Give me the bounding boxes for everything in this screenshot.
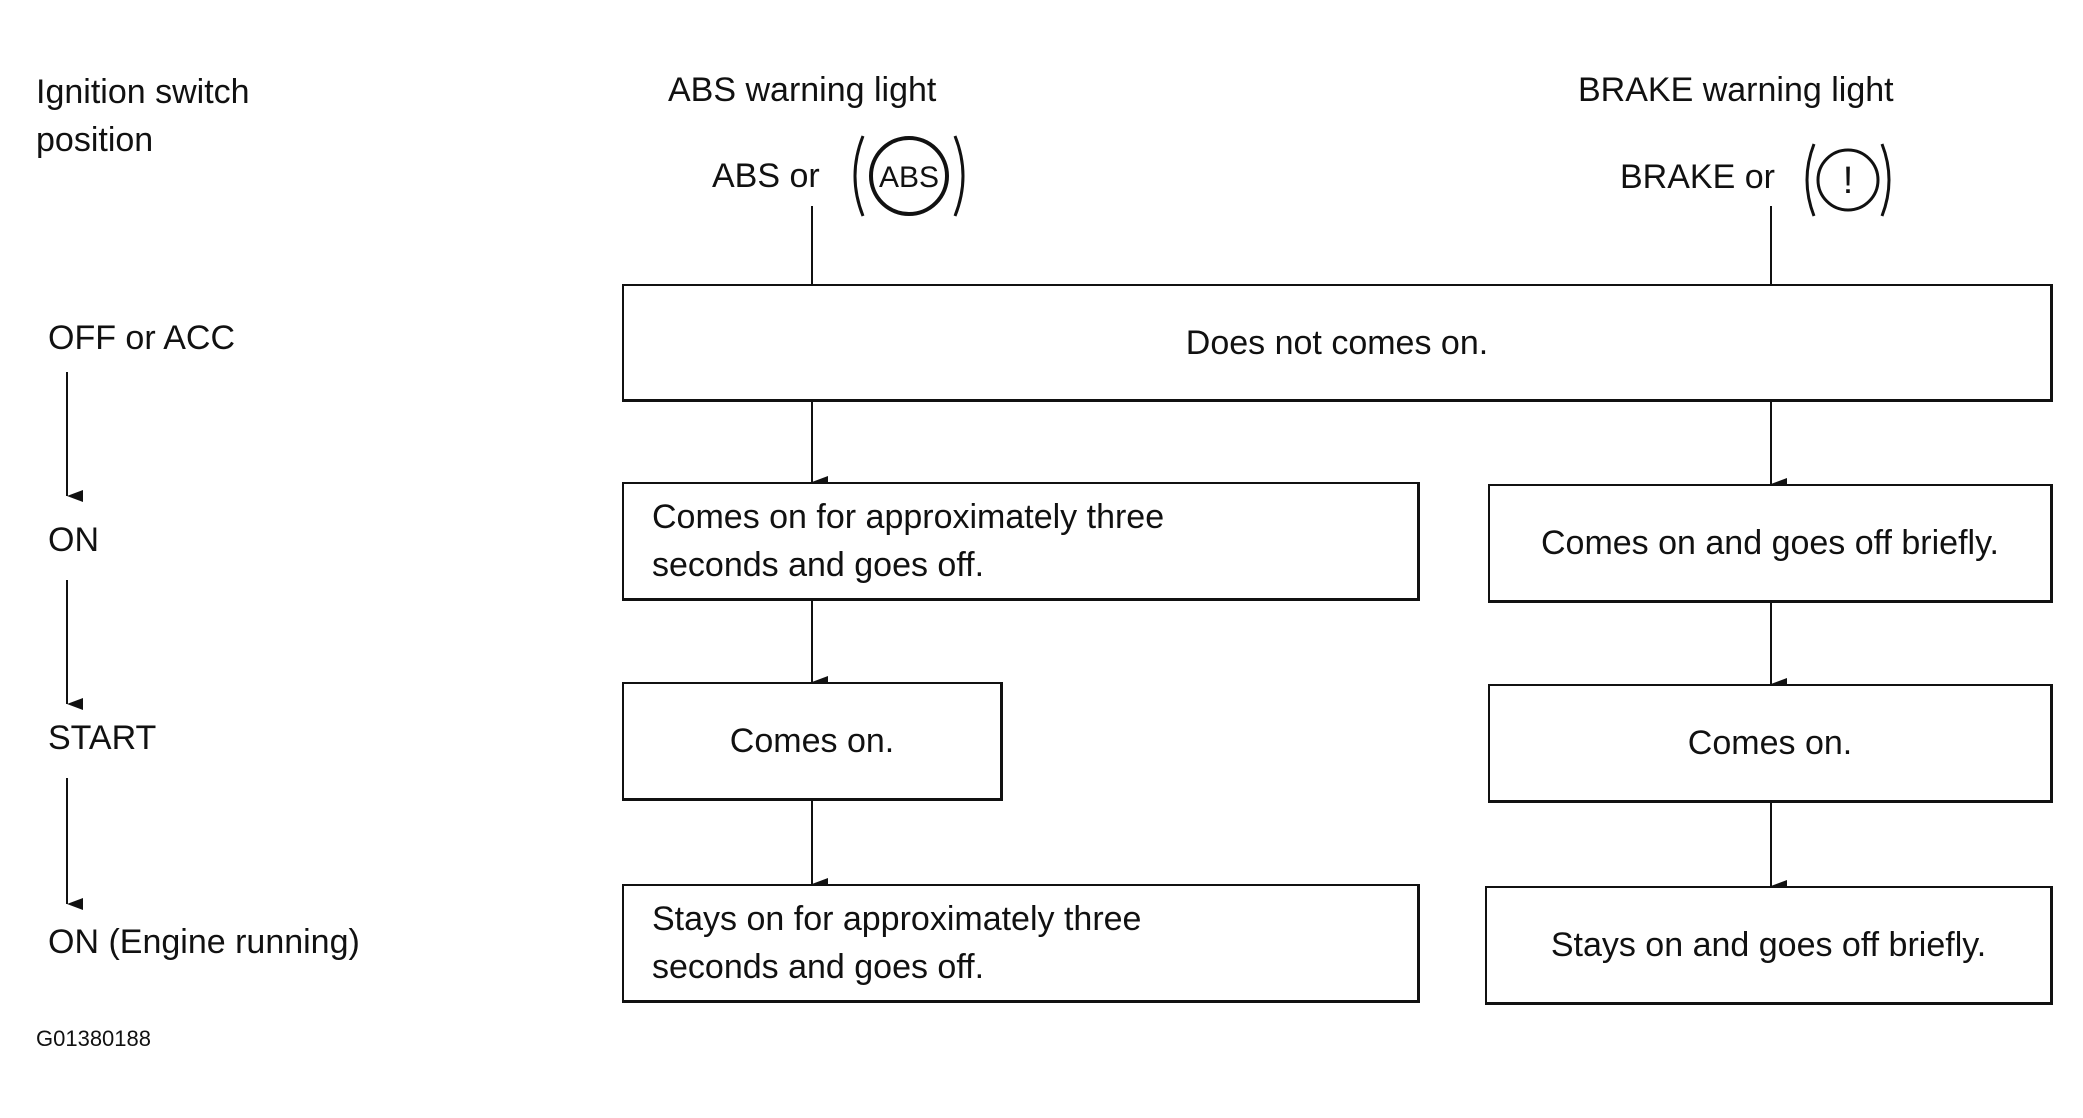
box-brake-on-label: Comes on and goes off briefly. [1540,524,1999,562]
box-off-does-not-come-on: Does not comes on. [622,284,2053,402]
box-abs-on: Comes on for approximately three seconds… [622,482,1420,601]
ignition-position-start: START [48,719,157,757]
abs-warning-icon: ABS [853,135,965,217]
box-brake-start: Comes on. [1488,684,2053,803]
abs-symbol-text: ABS [879,161,939,194]
brake-symbol-prefix: BRAKE or [1620,158,1775,196]
brake-symbol-text: ! [1843,160,1854,202]
box-abs-on-label: Comes on for approximately three seconds… [652,498,1165,584]
box-abs-start: Comes on. [622,682,1003,801]
box-abs-start-label: Comes on. [729,722,895,760]
brake-column-title: BRAKE warning light [1578,71,1894,109]
abs-symbol-prefix: ABS or [712,157,820,195]
ignition-position-on-engine-running: ON (Engine running) [48,923,360,961]
box-abs-running: Stays on for approximately three seconds… [622,884,1420,1003]
box-brake-running-label: Stays on and goes off briefly. [1550,926,1987,964]
abs-column-title: ABS warning light [668,71,937,109]
brake-warning-icon: ! [1805,143,1891,217]
ignition-position-off-acc: OFF or ACC [48,319,236,357]
box-abs-running-label: Stays on for approximately three seconds… [652,900,1142,986]
ignition-position-on: ON [48,521,99,559]
box-off-label: Does not comes on. [1185,323,1489,362]
box-brake-start-label: Comes on. [1687,724,1853,762]
figure-id: G01380188 [36,1026,151,1051]
ignition-column-title: Ignition switch position [36,73,250,159]
box-brake-running: Stays on and goes off briefly. [1485,886,2053,1005]
box-brake-on: Comes on and goes off briefly. [1488,484,2053,603]
